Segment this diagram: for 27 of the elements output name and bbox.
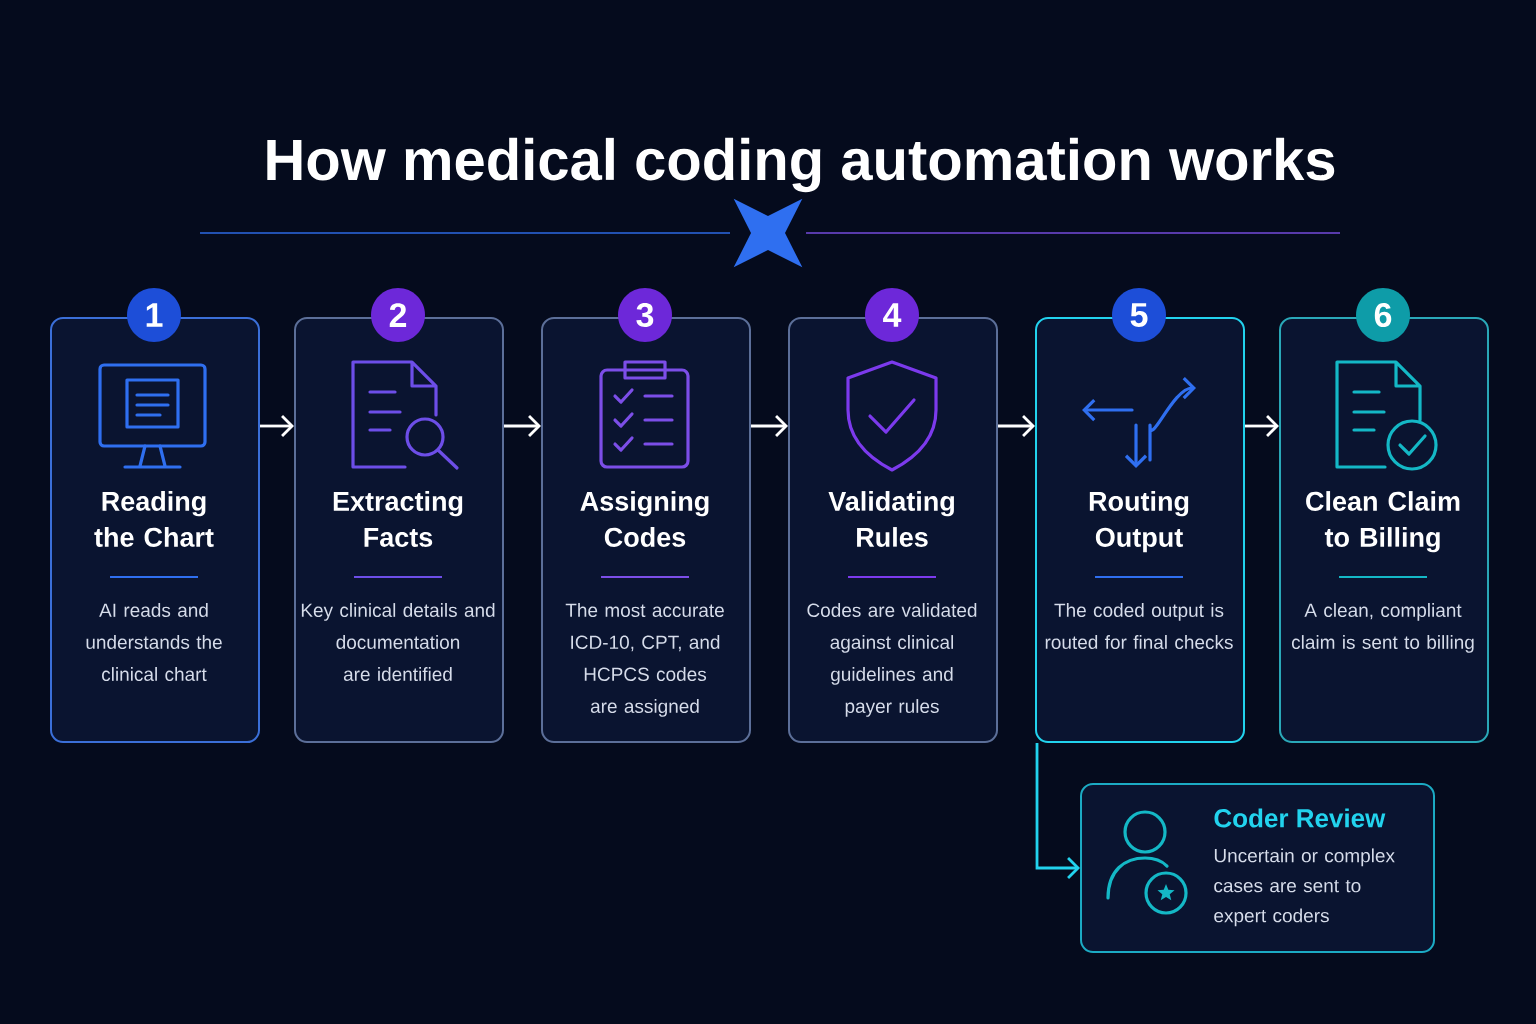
step-title: Extracting Facts bbox=[333, 491, 463, 547]
arrow bbox=[504, 415, 541, 437]
review-title: Coder Review bbox=[1214, 808, 1386, 828]
review-description: Uncertain or complex cases are sent to expert coders bbox=[1214, 848, 1395, 927]
step-description: AI reads and understands the clinical chart bbox=[86, 603, 222, 682]
arrow bbox=[260, 415, 294, 437]
step-title: Clean Claim to Billing bbox=[1306, 491, 1460, 553]
step-title: Validating Rules bbox=[828, 491, 954, 547]
step-title: Assigning Codes bbox=[580, 491, 709, 547]
number-badge: 5 bbox=[1112, 288, 1166, 342]
step-description: Key clinical details and documentation are identified bbox=[301, 603, 495, 682]
step-title: Reading the Chart bbox=[94, 491, 214, 547]
step-description: Codes are validated against clinical guidelines and payer rules bbox=[807, 603, 977, 717]
step-description: The most accurate ICD-10, CPT, and HCPCS codes are assigned bbox=[565, 603, 724, 717]
number-badge: 4 bbox=[865, 288, 919, 342]
number-badge: 6 bbox=[1356, 288, 1410, 342]
step-description: A clean, compliant claim is sent to billing bbox=[1291, 603, 1474, 653]
number-badge: 2 bbox=[371, 288, 425, 342]
arrow bbox=[751, 415, 788, 437]
number-badge: 3 bbox=[618, 288, 672, 342]
number-badge: 1 bbox=[127, 288, 181, 342]
arrow bbox=[1245, 415, 1279, 437]
arrow bbox=[1035, 743, 1080, 879]
arrow bbox=[998, 415, 1035, 437]
title: How medical coding automation works bbox=[267, 137, 1335, 193]
step-title: Routing Output bbox=[1089, 491, 1189, 553]
step-description: The coded output is routed for final checks bbox=[1045, 603, 1233, 650]
